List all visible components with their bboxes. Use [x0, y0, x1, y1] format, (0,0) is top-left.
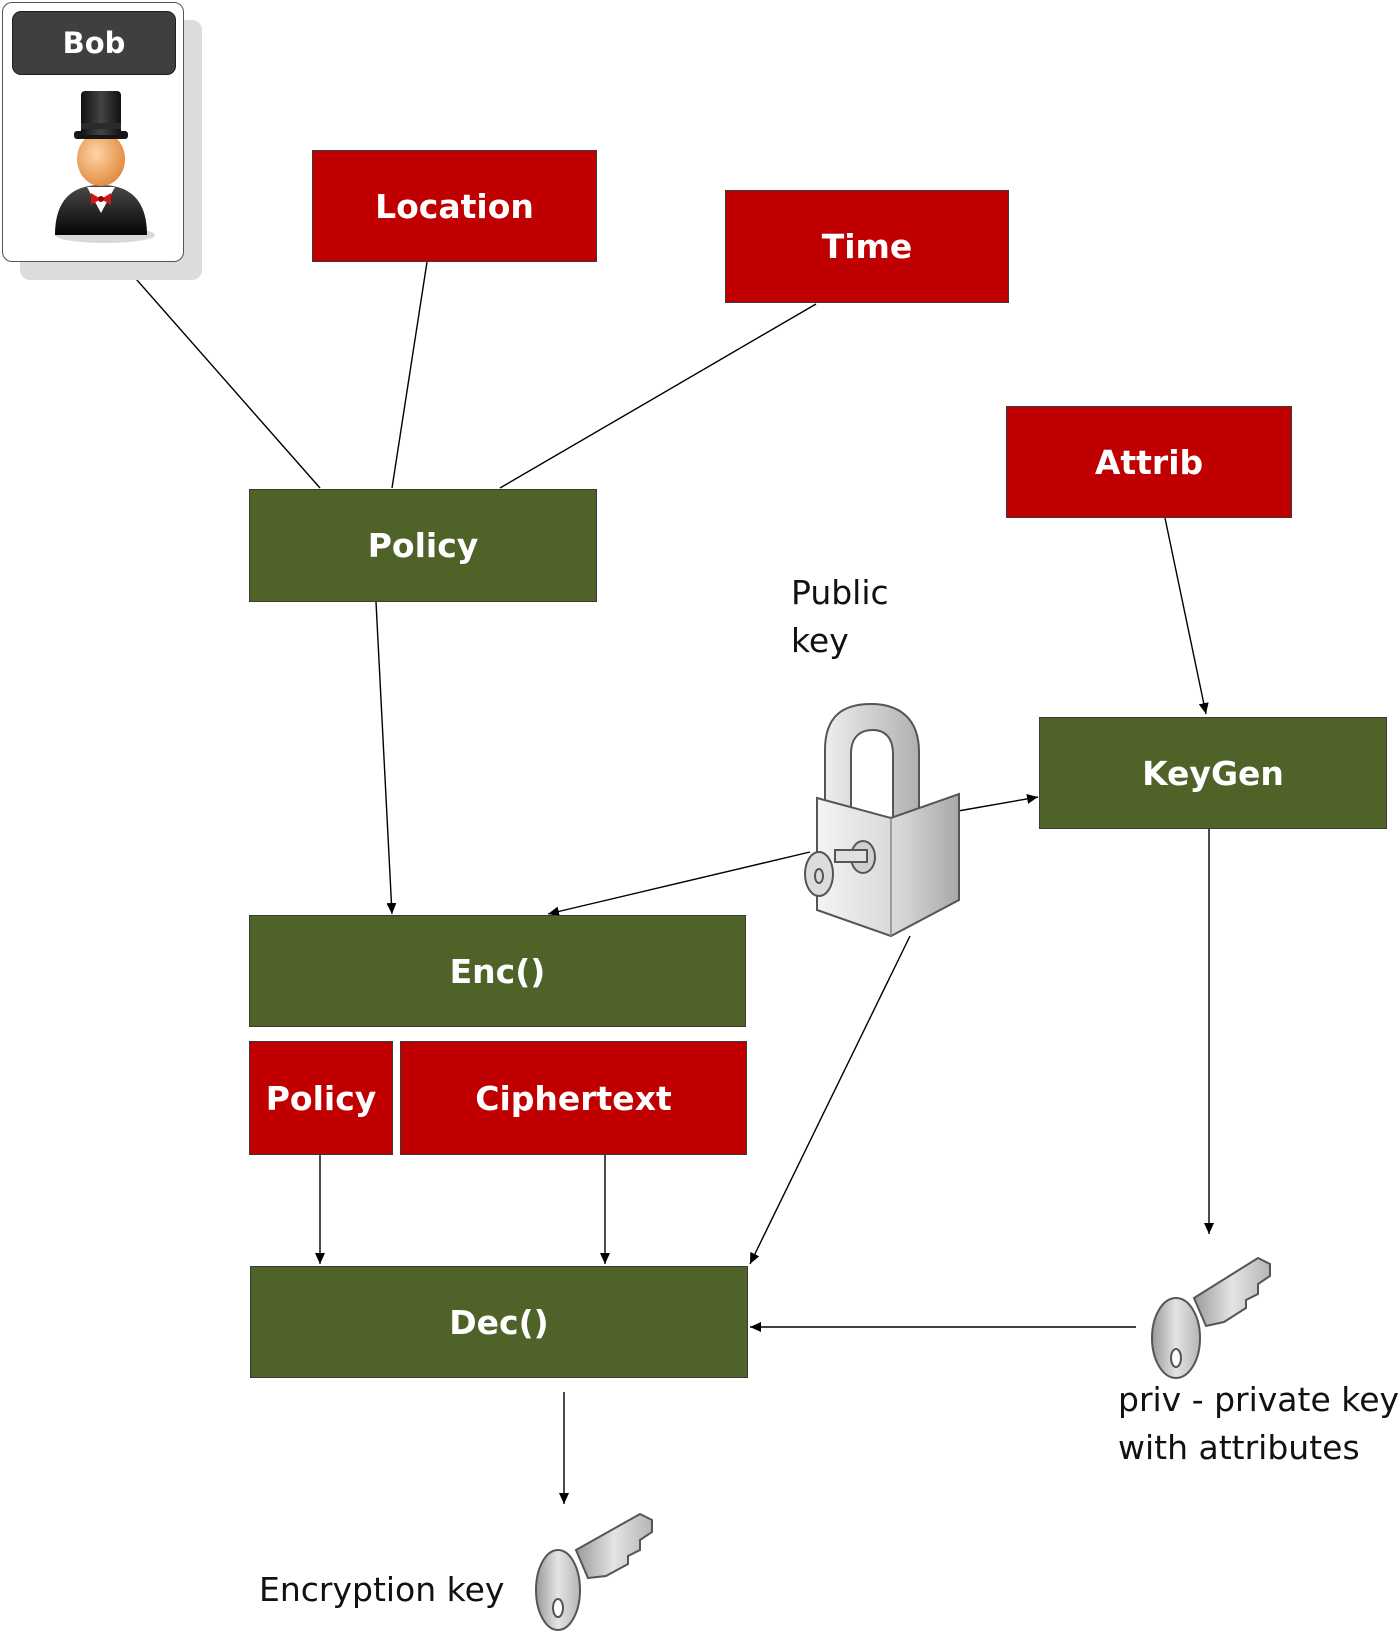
actor-name: Bob: [12, 11, 176, 75]
private-key-label: priv - private key with attributes: [1118, 1380, 1400, 1467]
edge-attrib-to-keygen: [1164, 517, 1209, 715]
keygen-box: KeyGen: [1039, 717, 1387, 829]
edge-time-to-policy: [499, 303, 817, 489]
edge-policy-to-enc: [375, 601, 397, 915]
actor-card: Bob: [2, 2, 184, 262]
attrib-box: Attrib: [1006, 406, 1292, 518]
time-box: Time: [725, 190, 1009, 303]
enc-box: Enc(): [249, 915, 746, 1027]
policy-box: Policy: [249, 489, 597, 602]
policy-output-box: Policy: [249, 1041, 393, 1155]
edge-bob-to-policy: [106, 245, 321, 489]
edge-publickey-to-dec: [749, 935, 911, 1265]
ciphertext-box: Ciphertext: [400, 1041, 747, 1155]
person-top-hat-icon: [55, 91, 155, 243]
edge-publickey-to-keygen: [957, 793, 1039, 812]
encryption-key-icon: [535, 1512, 653, 1631]
encryption-key-label: Encryption key: [259, 1570, 505, 1609]
padlock-with-key-icon: [804, 702, 960, 938]
public-key-label: Public key: [791, 573, 889, 660]
edge-location-to-policy: [391, 261, 428, 489]
private-key-icon: [1151, 1256, 1271, 1379]
dec-box: Dec(): [250, 1266, 748, 1378]
edge-publickey-to-enc: [547, 851, 811, 917]
location-box: Location: [312, 150, 597, 262]
